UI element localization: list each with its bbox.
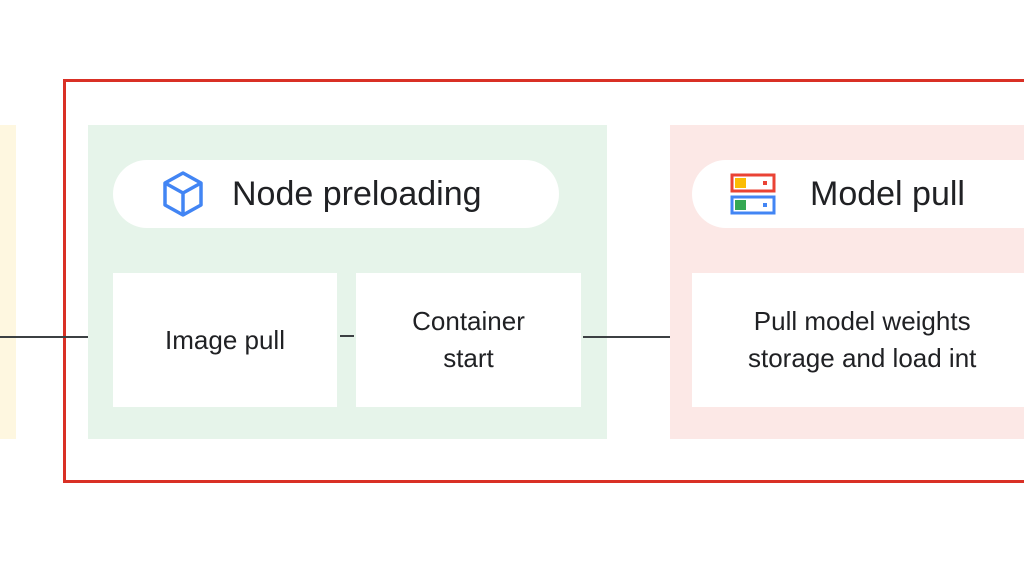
container-start-step: Container start: [356, 273, 581, 407]
step-connector: [340, 335, 354, 337]
model-pull-header: Model pull: [692, 160, 1024, 228]
node-preloading-title: Node preloading: [232, 174, 482, 213]
node-preloading-stage: Node preloading Image pull Container sta…: [88, 125, 607, 439]
model-pull-stage: Model pull Pull model weights storage an…: [670, 125, 1024, 439]
highlight-frame: [63, 79, 1024, 483]
node-preloading-header: Node preloading: [113, 160, 559, 228]
cube-icon: [158, 169, 208, 219]
pull-model-weights-step: Pull model weights storage and load int: [692, 273, 1024, 407]
storage-icon: [728, 169, 778, 219]
incoming-arrow-line: [0, 336, 100, 338]
image-pull-step: Image pull: [113, 273, 337, 407]
model-pull-title: Model pull: [810, 174, 965, 213]
previous-stage-panel: [0, 125, 16, 439]
stage-arrow-line: [583, 336, 677, 338]
